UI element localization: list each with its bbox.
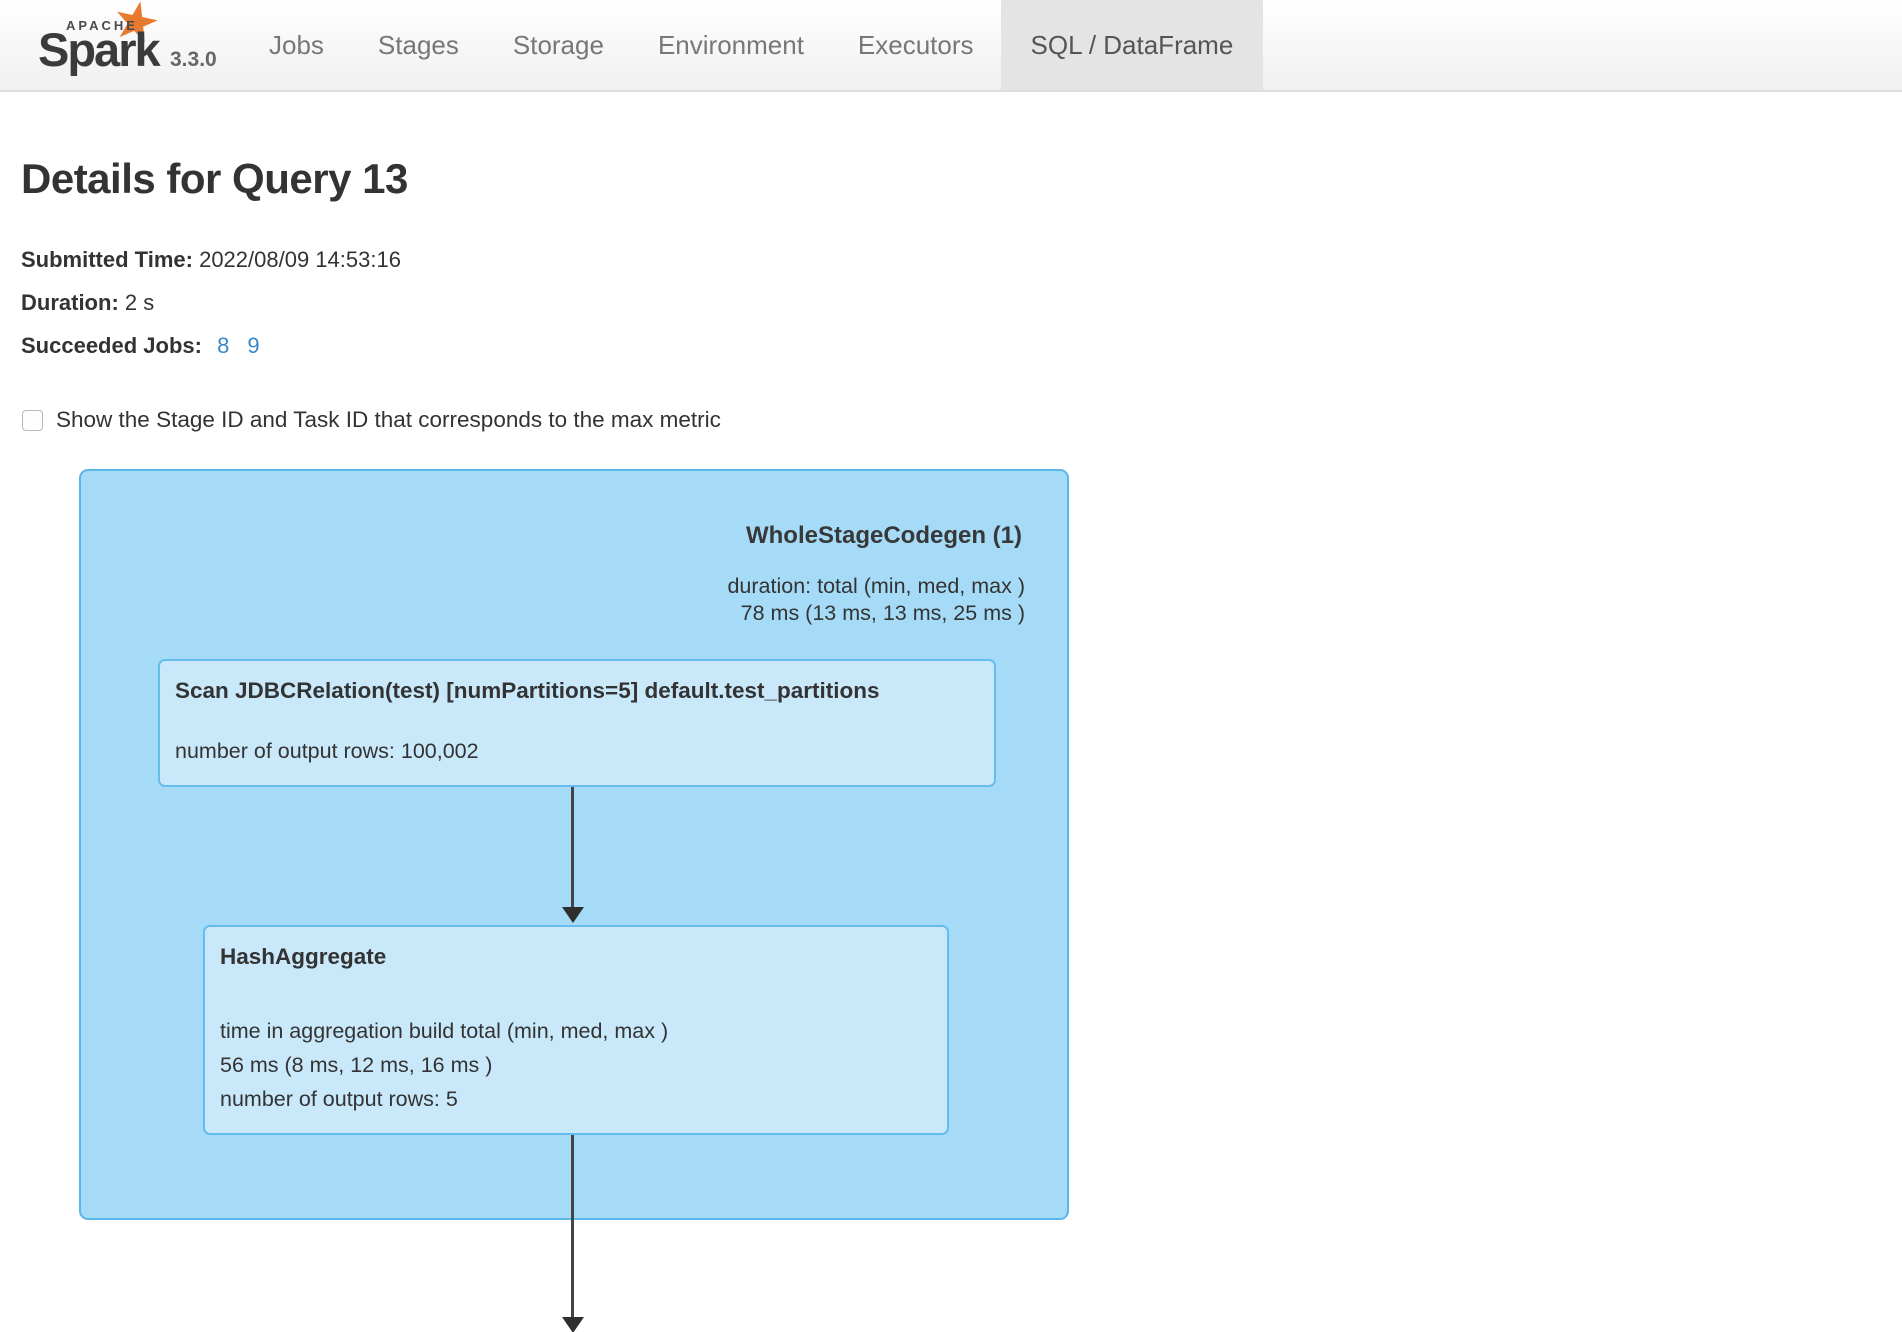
duration-label: Duration: (21, 290, 119, 315)
nav-tab-jobs[interactable]: Jobs (269, 29, 324, 60)
plan-node-title: HashAggregate (220, 944, 387, 969)
edge-arrow-scan-to-hashaggregate (571, 787, 574, 907)
submitted-time-label: Submitted Time: (21, 247, 193, 272)
nav-tab-environment[interactable]: Environment (657, 29, 804, 60)
plan-node-hashaggregate: HashAggregate time in aggregation build … (203, 925, 949, 1135)
nav-tab-stages[interactable]: Stages (377, 29, 459, 60)
plan-node-scan-jdbcrelation: Scan JDBCRelation(test) [numPartitions=5… (158, 659, 996, 787)
page-title: Details for Query 13 (21, 155, 408, 202)
cluster-title: WholeStageCodegen (1) (745, 522, 1022, 549)
cluster-metric-line: 78 ms (13 ms, 13 ms, 25 ms ) (740, 601, 1025, 625)
duration-value: 2 s (124, 290, 155, 315)
submitted-time-value: 2022/08/09 14:53:16 (199, 247, 401, 272)
plan-node-metrics: number of output rows: 100,002 (175, 734, 979, 768)
job-link-8[interactable]: 8 (217, 333, 230, 358)
max-metric-checkbox[interactable] (22, 409, 43, 431)
plan-node-metrics: time in aggregation build total (min, me… (220, 1014, 932, 1116)
job-link-9[interactable]: 9 (247, 333, 260, 358)
max-metric-checkbox-label: Show the Stage ID and Task ID that corre… (56, 407, 721, 432)
main-content: Details for Query 13 Submitted Time: 202… (0, 156, 1902, 1332)
max-metric-checkbox-row: Show the Stage ID and Task ID that corre… (21, 407, 1902, 433)
metric-line: number of output rows: 100,002 (175, 739, 479, 763)
nav-tab-storage[interactable]: Storage (512, 29, 604, 60)
cluster-metrics: duration: total (min, med, max ) 78 ms (… (81, 573, 1067, 627)
edge-arrow-hashaggregate-down (571, 1135, 574, 1317)
spark-logo-wordmark: Spark (38, 23, 161, 76)
spark-logo-apache-text: APACHE (66, 18, 138, 33)
metric-line: number of output rows: 5 (220, 1087, 458, 1111)
spark-version-label: 3.3.0 (170, 48, 217, 71)
duration-row: Duration: 2 s (21, 281, 1902, 324)
nav-tabs: Jobs Stages Storage Environment Executor… (242, 0, 1264, 90)
nav-tab-sql-dataframe[interactable]: SQL / DataFrame (1000, 0, 1264, 90)
submitted-time-row: Submitted Time: 2022/08/09 14:53:16 (21, 238, 1902, 281)
spark-logo[interactable]: ★ APACHE Spark 3.3.0 (18, 0, 236, 90)
metric-line: time in aggregation build total (min, me… (220, 1019, 669, 1043)
succeeded-jobs-label: Succeeded Jobs: (21, 333, 202, 358)
nav-tab-executors[interactable]: Executors (857, 29, 974, 60)
plan-node-title: Scan JDBCRelation(test) [numPartitions=5… (175, 678, 880, 703)
top-navbar: ★ APACHE Spark 3.3.0 Jobs Stages Storage… (0, 0, 1902, 92)
metric-line: 56 ms (8 ms, 12 ms, 16 ms ) (220, 1053, 493, 1077)
query-meta-list: Submitted Time: 2022/08/09 14:53:16 Dura… (21, 238, 1902, 367)
cluster-metric-line: duration: total (min, med, max ) (727, 574, 1025, 598)
query-plan-graph: WholeStageCodegen (1) duration: total (m… (79, 469, 1902, 1332)
